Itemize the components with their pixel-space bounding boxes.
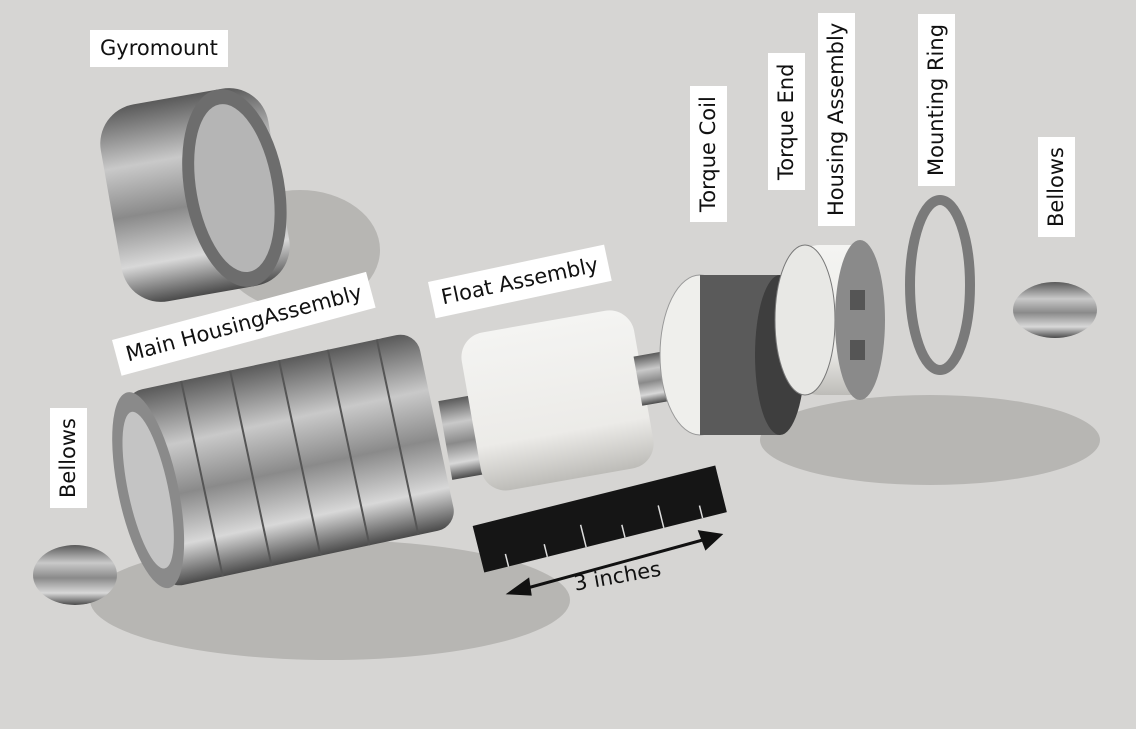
bellows-left-part	[33, 545, 117, 605]
torque-end-housing-part	[774, 240, 885, 400]
gyromount-part	[100, 88, 290, 302]
float-assembly-part	[438, 310, 672, 491]
label-torque-coil: Torque Coil	[690, 86, 728, 222]
label-bellows-right: Bellows	[1038, 137, 1076, 237]
label-gyromount: Gyromount	[90, 30, 228, 68]
scale-arrow	[505, 530, 724, 596]
label-housing-assembly: Housing Assembly	[818, 12, 856, 226]
label-torque-end: Torque End	[768, 53, 806, 190]
bellows-right-part	[1013, 282, 1097, 338]
label-bellows-left: Bellows	[50, 408, 88, 508]
main-housing-part	[112, 334, 454, 589]
scale-ruler	[472, 465, 727, 573]
mounting-ring-part	[905, 195, 975, 375]
label-mounting-ring: Mounting Ring	[918, 13, 956, 186]
